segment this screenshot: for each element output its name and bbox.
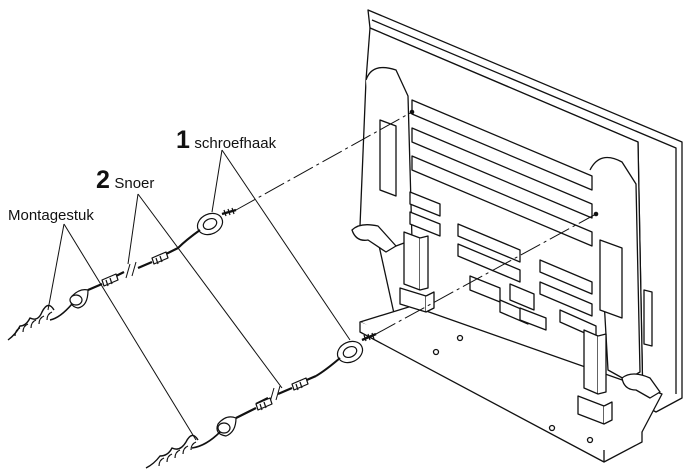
alignment-lines — [235, 111, 597, 335]
label-snoer-number: 2 — [96, 166, 110, 194]
hook-assembly-lower — [145, 332, 377, 469]
leader-schroefhaak-lower — [221, 149, 351, 341]
screw-hook-upper — [177, 207, 237, 249]
label-montagestuk: Montagestuk — [8, 208, 94, 224]
tv-stand — [351, 224, 663, 463]
label-snoer: 2 Snoer — [96, 168, 154, 193]
leader-snoer-upper — [127, 193, 139, 265]
label-montagestuk-text: Montagestuk — [8, 207, 94, 224]
leader-montagestuk-lower — [63, 223, 197, 441]
screw-hook-lower — [315, 332, 377, 377]
stand-post-left — [403, 231, 421, 291]
leader-lines — [47, 149, 351, 441]
alignment-line-lower — [375, 213, 597, 335]
label-schroefhaak-number: 1 — [176, 126, 190, 154]
tv-vent-slots — [409, 99, 597, 339]
leader-montagestuk-upper — [47, 223, 65, 311]
tv-frame-inner-line — [371, 19, 677, 394]
alignment-line-upper — [235, 111, 413, 211]
cord-upper — [87, 247, 179, 292]
label-schroefhaak: 1 schroefhaak — [176, 128, 276, 153]
leader-snoer-lower — [137, 193, 283, 389]
cord-lower — [235, 374, 317, 419]
tv-side-handle-right — [599, 239, 623, 319]
hook-assembly-upper — [7, 207, 237, 341]
stand-post-right — [583, 329, 599, 395]
tv-side-handle-left — [379, 119, 397, 197]
television — [359, 9, 683, 413]
label-schroefhaak-text: schroefhaak — [194, 135, 277, 152]
leader-schroefhaak-upper — [211, 149, 223, 213]
label-snoer-text: Snoer — [114, 175, 155, 192]
mounting-piece-upper — [7, 289, 89, 341]
mounting-piece-lower — [145, 416, 237, 469]
